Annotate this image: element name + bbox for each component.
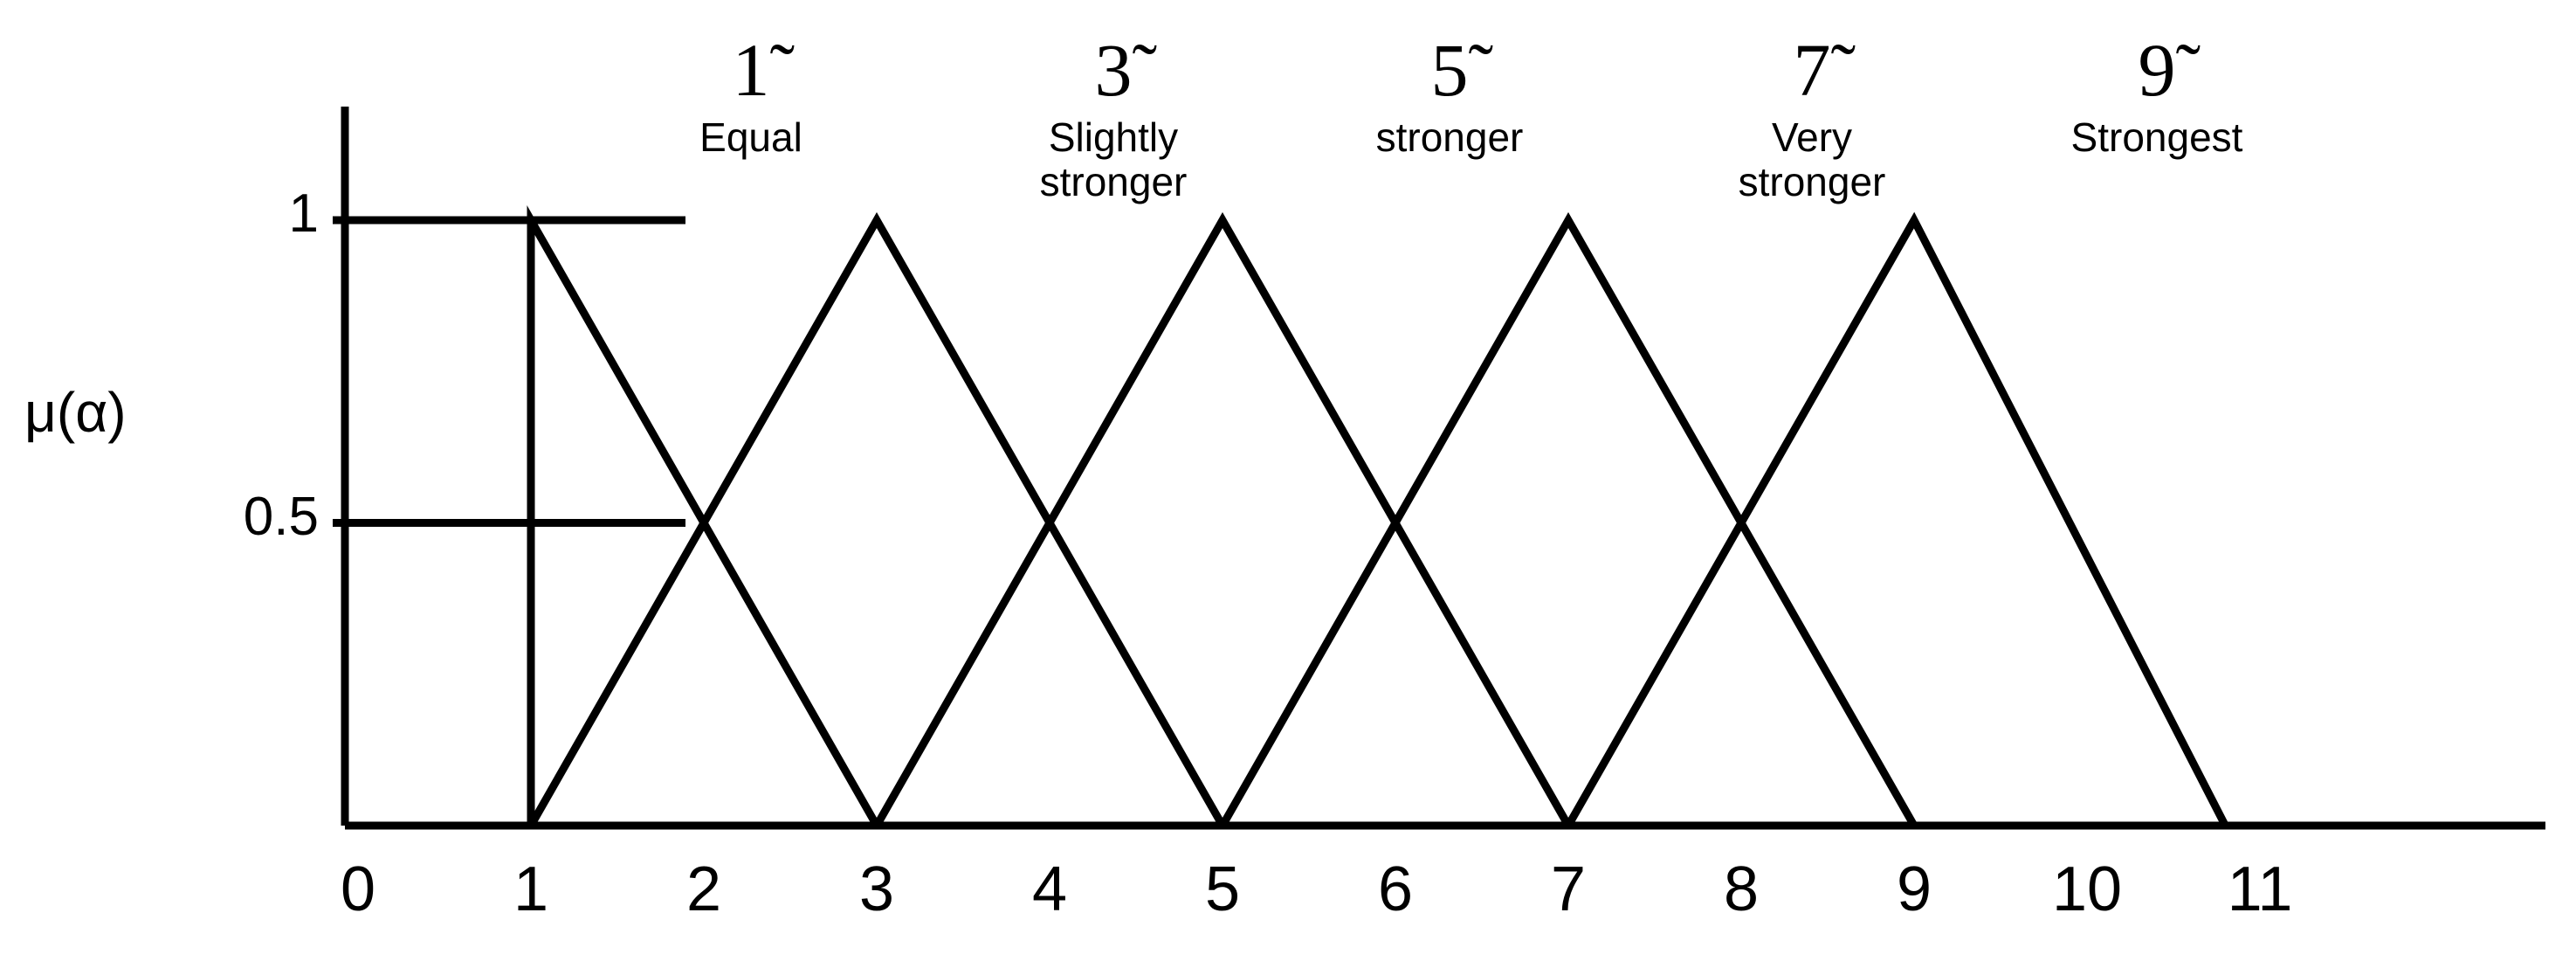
x-tick-label-7: 7 bbox=[1550, 854, 1587, 924]
fuzzy-symbol-9: 9̃ bbox=[2138, 28, 2176, 112]
x-tick-label-1: 1 bbox=[513, 854, 549, 924]
x-tick-label-6: 6 bbox=[1377, 854, 1414, 924]
x-tick-label-9: 9 bbox=[1896, 854, 1932, 924]
fuzzy-description-7: Very stronger bbox=[1738, 114, 1886, 205]
fuzzy-label-9: 9̃ Strongest bbox=[1973, 28, 2340, 160]
fuzzy-description-9: Strongest bbox=[2070, 114, 2243, 160]
x-tick-label-8: 8 bbox=[1723, 854, 1760, 924]
x-tick-label-0: 0 bbox=[340, 854, 376, 924]
y-tick-label-1: 1 bbox=[288, 183, 319, 244]
x-tick-label-3: 3 bbox=[858, 854, 895, 924]
x-tick-label-10: 10 bbox=[2051, 854, 2123, 924]
membership-curve-3 bbox=[527, 211, 1226, 828]
membership-curves bbox=[527, 205, 2229, 828]
membership-curve-7 bbox=[1219, 211, 1918, 828]
fuzzy-label-5: 5̃ stronger bbox=[1275, 28, 1624, 160]
fuzzy-symbol-1: 1̃ bbox=[732, 28, 770, 112]
x-tick-label-11: 11 bbox=[2227, 854, 2293, 924]
y-tick-label-0-5: 0.5 bbox=[243, 486, 319, 547]
fuzzy-symbol-3: 3̃ bbox=[1094, 28, 1133, 112]
fuzzy-description-1: Equal bbox=[699, 114, 802, 160]
fuzzy-description-5: stronger bbox=[1375, 114, 1524, 160]
fuzzy-label-3: 3̃ Slightly stronger bbox=[939, 28, 1288, 205]
membership-curve-9 bbox=[1565, 211, 2229, 828]
x-tick-label-4: 4 bbox=[1031, 854, 1068, 924]
x-tick-label-2: 2 bbox=[685, 854, 722, 924]
x-tick-label-5: 5 bbox=[1204, 854, 1241, 924]
fuzzy-label-7: 7̃ Very stronger bbox=[1637, 28, 1987, 205]
axes bbox=[341, 107, 2545, 830]
membership-curve-1 bbox=[527, 205, 880, 828]
y-axis-title: μ(α) bbox=[24, 381, 127, 444]
fuzzy-description-3: Slightly stronger bbox=[1039, 114, 1188, 205]
fuzzy-label-1: 1̃ Equal bbox=[594, 28, 908, 160]
fuzzy-symbol-7: 7̃ bbox=[1793, 28, 1831, 112]
membership-curve-5 bbox=[873, 211, 1572, 828]
y-gridlines bbox=[333, 216, 685, 527]
fuzzy-symbol-5: 5̃ bbox=[1430, 28, 1469, 112]
